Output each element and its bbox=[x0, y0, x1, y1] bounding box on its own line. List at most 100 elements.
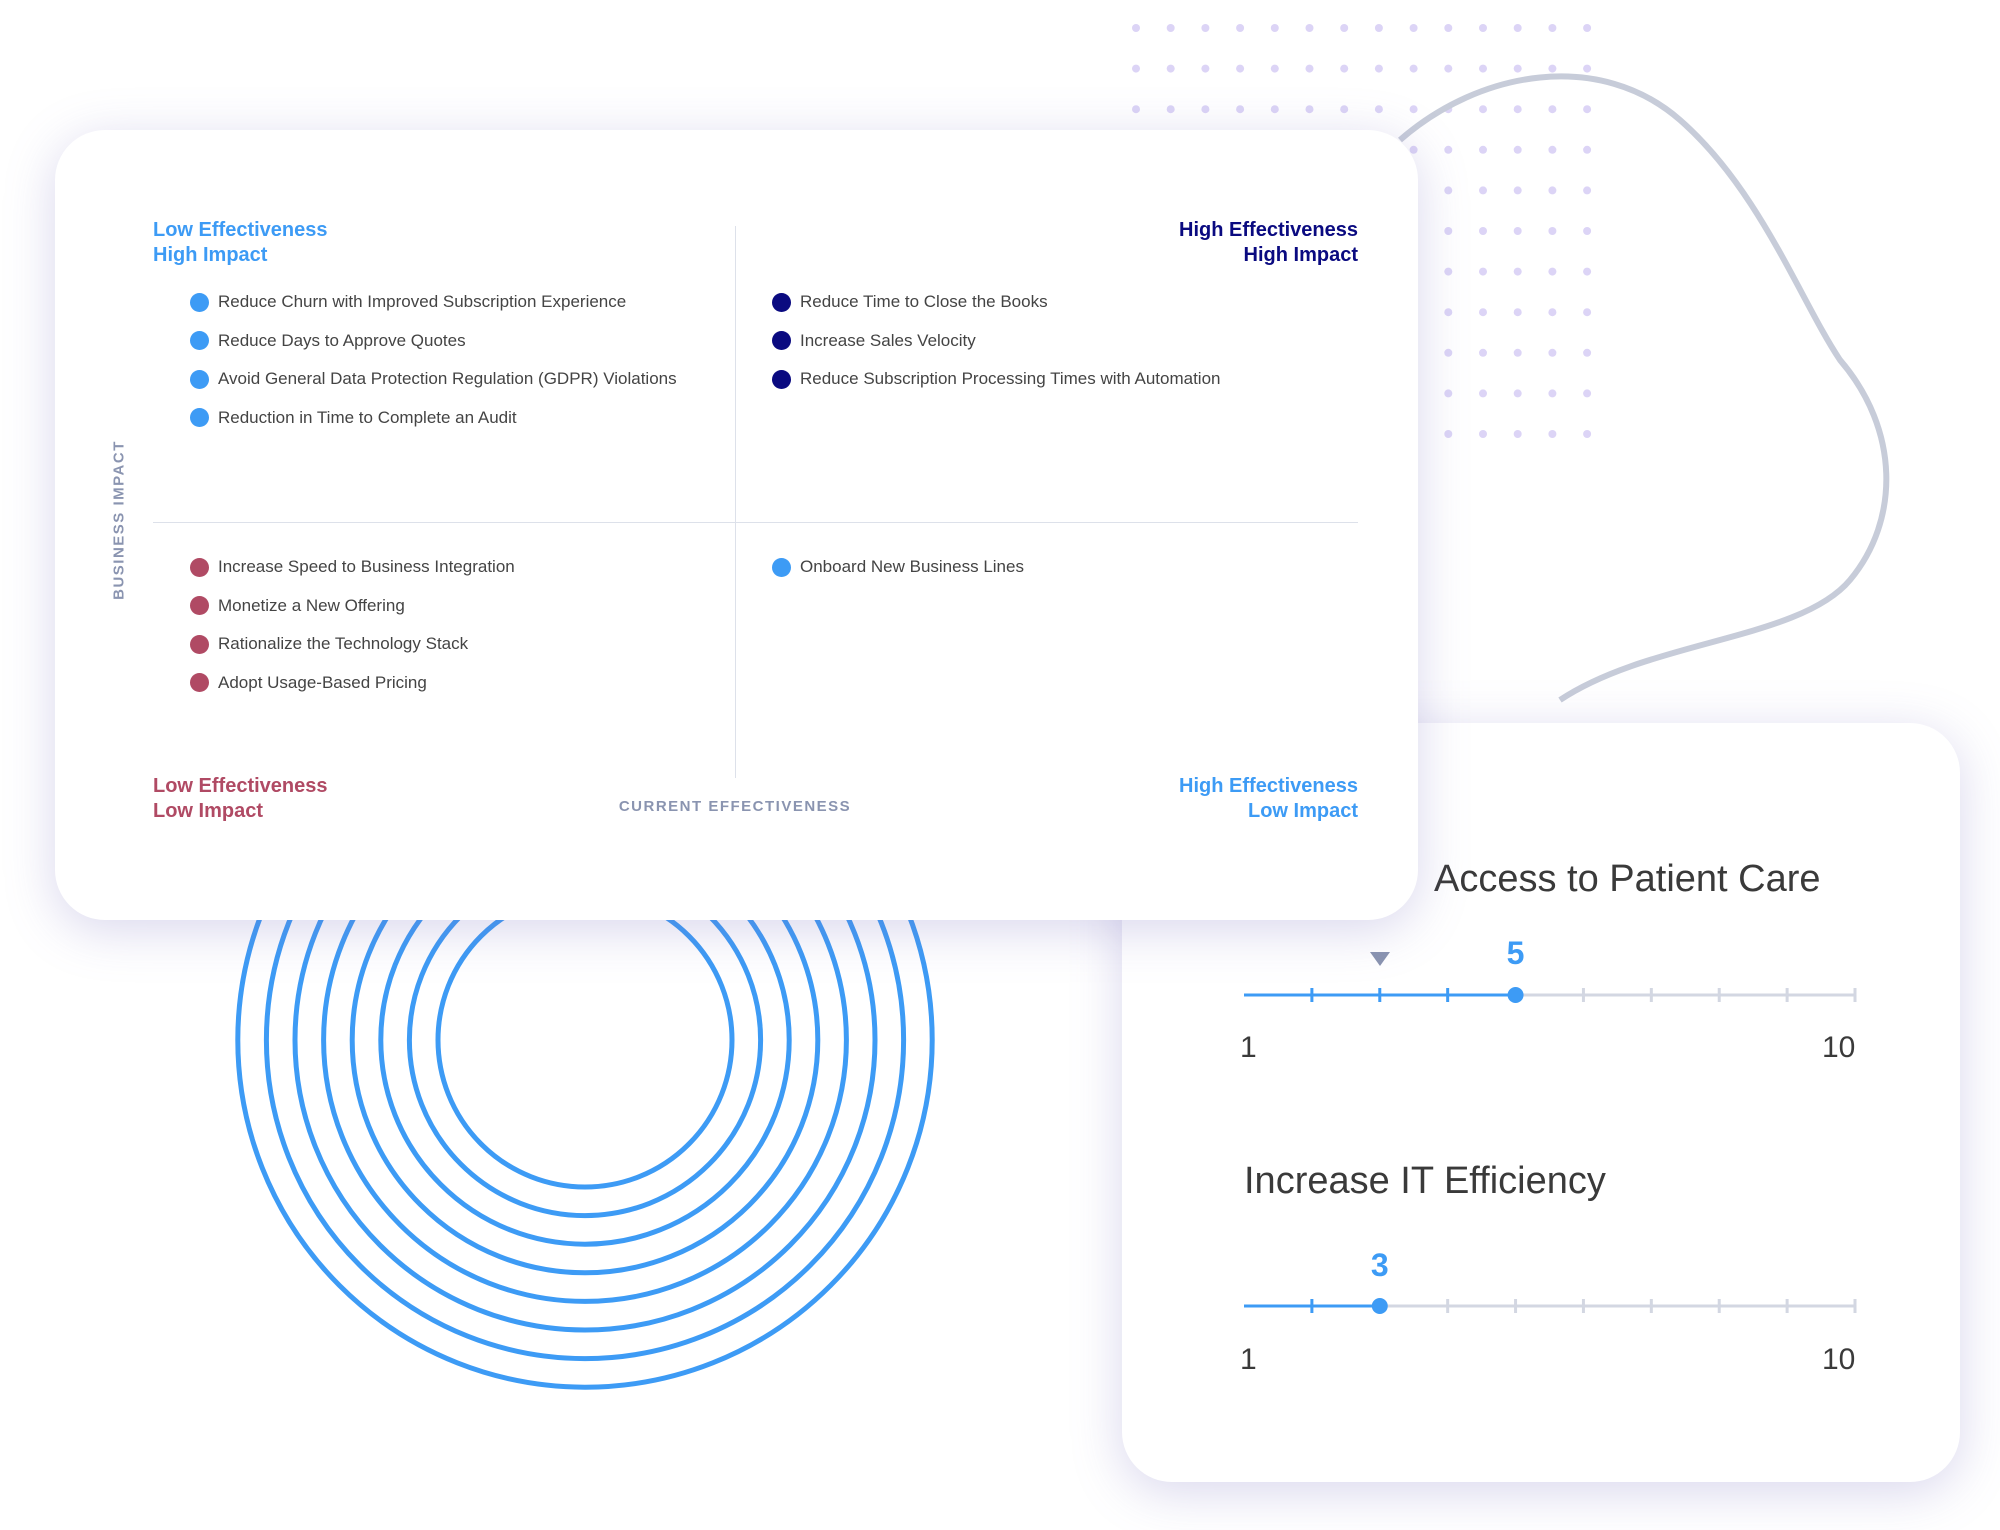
dot-pattern-dot bbox=[1548, 389, 1557, 398]
matrix-item: Increase Speed to Business Integration bbox=[190, 557, 515, 577]
slider-min-label: 1 bbox=[1240, 1343, 1257, 1376]
dot-pattern-dot bbox=[1479, 348, 1487, 357]
dot-pattern-dot bbox=[1548, 24, 1557, 32]
item-label: Reduction in Time to Complete an Audit bbox=[218, 407, 517, 427]
quadrant-label-bottom-left: Low Effectiveness Low Impact bbox=[153, 774, 328, 824]
label-line: Low Effectiveness bbox=[153, 219, 328, 241]
dot-pattern-dot bbox=[1374, 24, 1383, 32]
dot-pattern-dot bbox=[1340, 105, 1349, 114]
dot-pattern-dot bbox=[1201, 105, 1210, 114]
dot-pattern-dot bbox=[1513, 227, 1522, 235]
dot-pattern-dot bbox=[1374, 105, 1383, 114]
label-line: Low Effectiveness bbox=[153, 775, 328, 797]
dot-pattern-dot bbox=[1444, 430, 1453, 438]
dot-pattern-dot bbox=[1132, 24, 1140, 32]
dot-pattern-dot bbox=[1513, 24, 1522, 32]
slider-thumb bbox=[1507, 987, 1524, 1003]
label-line: High Impact bbox=[153, 244, 268, 266]
label-line: Low Impact bbox=[1247, 800, 1358, 822]
bullet-dot-icon bbox=[190, 369, 209, 389]
dot-pattern-dot bbox=[1132, 64, 1140, 73]
dot-pattern-dot bbox=[1236, 24, 1245, 32]
dot-pattern-dot bbox=[1583, 24, 1592, 32]
dot-pattern-dot bbox=[1548, 308, 1557, 317]
slider-min-label: 1 bbox=[1240, 1031, 1257, 1064]
bullet-dot-icon bbox=[190, 596, 209, 615]
dot-pattern-dot bbox=[1479, 145, 1487, 154]
quadrant-label-top-right: High Effectiveness High Impact bbox=[1179, 218, 1358, 268]
y-axis-label: BUSINESS IMPACT bbox=[110, 440, 128, 600]
label-line: High Impact bbox=[1243, 244, 1358, 266]
dot-pattern-dot bbox=[1479, 24, 1487, 32]
slider-title: Increase IT Efficiency bbox=[1244, 1160, 1606, 1202]
dot-pattern-dot bbox=[1270, 105, 1279, 114]
dot-pattern-dot bbox=[1513, 186, 1522, 195]
dot-pattern-dot bbox=[1583, 186, 1592, 195]
label-line: High Effectiveness bbox=[1179, 219, 1358, 241]
dot-pattern-dot bbox=[1305, 64, 1314, 73]
slider-track[interactable] bbox=[1241, 1291, 1858, 1321]
dot-pattern-dot bbox=[1583, 308, 1592, 317]
slider-thumb bbox=[1371, 1298, 1388, 1314]
dot-pattern-dot bbox=[1513, 430, 1522, 438]
dot-pattern-dot bbox=[1583, 348, 1592, 357]
dot-pattern-dot bbox=[1548, 430, 1557, 438]
slider-value: 3 bbox=[1370, 1247, 1389, 1283]
slider-max-label: 10 bbox=[1822, 1031, 1856, 1064]
dot-pattern-dot bbox=[1270, 64, 1279, 73]
dot-pattern-dot bbox=[1201, 64, 1210, 73]
dot-pattern-dot bbox=[1340, 64, 1349, 73]
dot-pattern-dot bbox=[1409, 145, 1418, 154]
quadrant-label-top-left: Low Effectiveness High Impact bbox=[153, 218, 328, 268]
dot-pattern-dot bbox=[1583, 145, 1592, 154]
dot-pattern-dot bbox=[1444, 145, 1453, 154]
dot-pattern-dot bbox=[1583, 64, 1592, 73]
dot-pattern-dot bbox=[1479, 186, 1487, 195]
dot-pattern-dot bbox=[1166, 24, 1175, 32]
slider-track[interactable] bbox=[1241, 980, 1858, 1010]
matrix-item: Adopt Usage-Based Pricing bbox=[190, 673, 427, 693]
priority-matrix-card: BUSINESS IMPACT CURRENT EFFECTIVENESS Lo… bbox=[55, 130, 1418, 920]
bullet-dot-icon bbox=[772, 369, 791, 389]
bullet-dot-icon bbox=[190, 557, 209, 577]
bullet-dot-icon bbox=[190, 292, 209, 312]
target-marker-icon bbox=[1369, 952, 1390, 966]
dot-pattern-dot bbox=[1548, 267, 1557, 276]
item-label: Reduce Time to Close the Books bbox=[800, 292, 1048, 311]
dot-pattern-dot bbox=[1305, 24, 1314, 32]
slider-max-label: 10 bbox=[1822, 1343, 1856, 1376]
matrix-item: Avoid General Data Protection Regulation… bbox=[190, 369, 677, 389]
dot-pattern-dot bbox=[1479, 64, 1487, 73]
bullet-dot-icon bbox=[772, 557, 791, 577]
dot-pattern-dot bbox=[1166, 64, 1175, 73]
dot-pattern-dot bbox=[1409, 24, 1418, 32]
dot-pattern-dot bbox=[1583, 430, 1592, 438]
dot-pattern-dot bbox=[1444, 348, 1453, 357]
dot-pattern-dot bbox=[1444, 267, 1453, 276]
slider-title: Access to Patient Care bbox=[1434, 858, 1821, 900]
dot-pattern-dot bbox=[1305, 105, 1314, 114]
dot-pattern-dot bbox=[1479, 308, 1487, 317]
dot-pattern-dot bbox=[1270, 24, 1279, 32]
dot-pattern-dot bbox=[1409, 105, 1418, 114]
dot-pattern-dot bbox=[1132, 105, 1140, 114]
dot-pattern-dot bbox=[1548, 64, 1557, 73]
dot-pattern-dot bbox=[1513, 267, 1522, 276]
dot-pattern-dot bbox=[1444, 308, 1453, 317]
dot-pattern-dot bbox=[1236, 105, 1245, 114]
dot-pattern-dot bbox=[1479, 105, 1487, 114]
dot-pattern-dot bbox=[1583, 389, 1592, 398]
dot-pattern-dot bbox=[1201, 24, 1210, 32]
item-label: Rationalize the Technology Stack bbox=[218, 634, 469, 653]
dot-pattern-dot bbox=[1513, 308, 1522, 317]
bullet-dot-icon bbox=[772, 331, 791, 350]
quadrant-label-bottom-right: High Effectiveness Low Impact bbox=[1179, 774, 1358, 824]
dot-pattern-dot bbox=[1166, 105, 1175, 114]
dot-pattern-dot bbox=[1548, 227, 1557, 235]
bullet-dot-icon bbox=[190, 408, 209, 427]
label-line: High Effectiveness bbox=[1179, 775, 1358, 797]
label-line: Low Impact bbox=[153, 800, 264, 822]
dot-pattern-dot bbox=[1513, 389, 1522, 398]
item-label: Adopt Usage-Based Pricing bbox=[218, 672, 427, 692]
slider-value: 5 bbox=[1506, 935, 1525, 971]
